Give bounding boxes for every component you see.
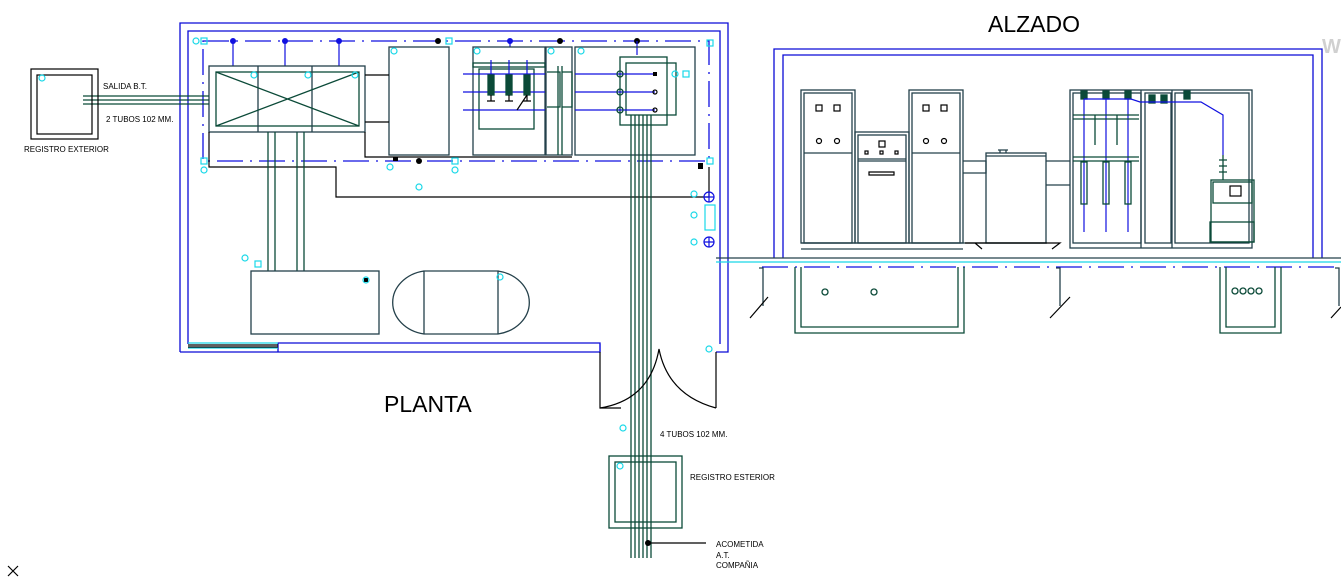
mv-cell-protection [463,46,546,156]
elev-cell-2 [854,131,910,244]
plan-view: SALIDA B.T. 2 TUBOS 102 MM. REGISTRO EXT… [24,22,775,570]
outlet-bt-cables [83,95,209,105]
mv-cable-bundle [630,115,652,558]
outlet-bt-label: SALIDA B.T. [103,82,147,91]
transformer-link [364,74,572,158]
acometida-label-2: A.T. [716,551,730,560]
elev-inner-wall [782,54,1314,258]
elevation-title: ALZADO [988,11,1080,37]
elev-cell-1 [800,89,856,244]
plan-window [188,342,278,349]
elev-transformer [965,149,1070,250]
watermark: W [1322,36,1341,58]
plan-outer-wall [179,22,729,353]
plan-inner-wall [187,30,721,344]
oil-tank [392,270,530,335]
plan-window-inner [188,344,278,348]
plan-title: PLANTA [384,391,472,417]
cable-pits [749,267,1341,334]
acometida-label-1: ACOMETIDA [716,540,764,549]
door-swing [599,344,717,409]
acometida-label-3: COMPAÑIA [716,561,759,570]
registro-exterior-left [30,68,99,140]
grounding-points [230,38,640,164]
elev-cell-3 [908,89,964,244]
elevation-view: ALZADO W [716,11,1341,334]
grounding-ring [202,40,710,162]
registro-exterior-bottom [608,455,683,529]
registro-bottom-label: REGISTRO ESTERIOR [690,473,775,482]
reference-markers [38,37,714,470]
lv-cable-bundle-left [267,132,305,271]
elev-mv-cells [1069,89,1255,249]
ucs-icon [7,565,19,577]
plan-bottom-wall [180,342,601,353]
lv-cabinet [250,270,380,335]
transformer-plan [388,46,450,156]
registro-left-label: REGISTRO EXTERIOR [24,145,109,154]
mv-cell-line [545,46,573,156]
tubes-left-label: 2 TUBOS 102 MM. [106,115,173,124]
elev-cells-base [801,160,1047,250]
tubes-bottom-label: 4 TUBOS 102 MM. [660,430,727,439]
extinguisher [704,204,716,231]
elev-outer-wall [773,48,1323,258]
lv-switchboard [208,65,710,198]
